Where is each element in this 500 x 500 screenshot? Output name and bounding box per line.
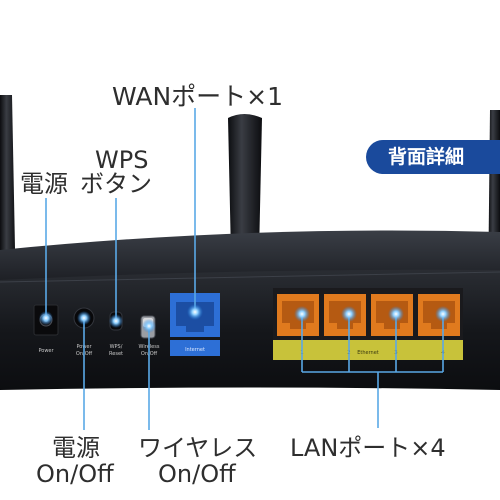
panel-wps-text-2: Reset	[109, 351, 123, 357]
callout-lines	[45, 108, 444, 430]
left-antenna	[0, 95, 16, 300]
lan-strip	[273, 340, 463, 360]
power-onoff-label-line1: 電源	[52, 434, 100, 462]
power-jack-label: 電源	[20, 170, 68, 198]
rear-detail-badge: 背面詳細	[366, 140, 500, 174]
power-onoff-label-line2: On/Off	[36, 460, 114, 488]
wireless-label-line2: On/Off	[158, 460, 236, 488]
lan-ports-label: LANポート×4	[290, 434, 446, 462]
wps-label-line2: ボタン	[80, 170, 152, 198]
panel-internet-text: Internet	[185, 347, 205, 353]
panel-power-text: Power	[38, 348, 54, 354]
wireless-label-line1: ワイヤレス	[138, 434, 258, 462]
wps-label-line1: WPS	[95, 146, 149, 174]
panel-wps-text-1: WPS/	[110, 344, 123, 350]
wan-strip	[170, 340, 220, 356]
callout-points	[39, 304, 451, 333]
panel-ethernet-text: Ethernet	[357, 350, 379, 356]
wan-port-label: WANポート×1	[112, 82, 284, 111]
